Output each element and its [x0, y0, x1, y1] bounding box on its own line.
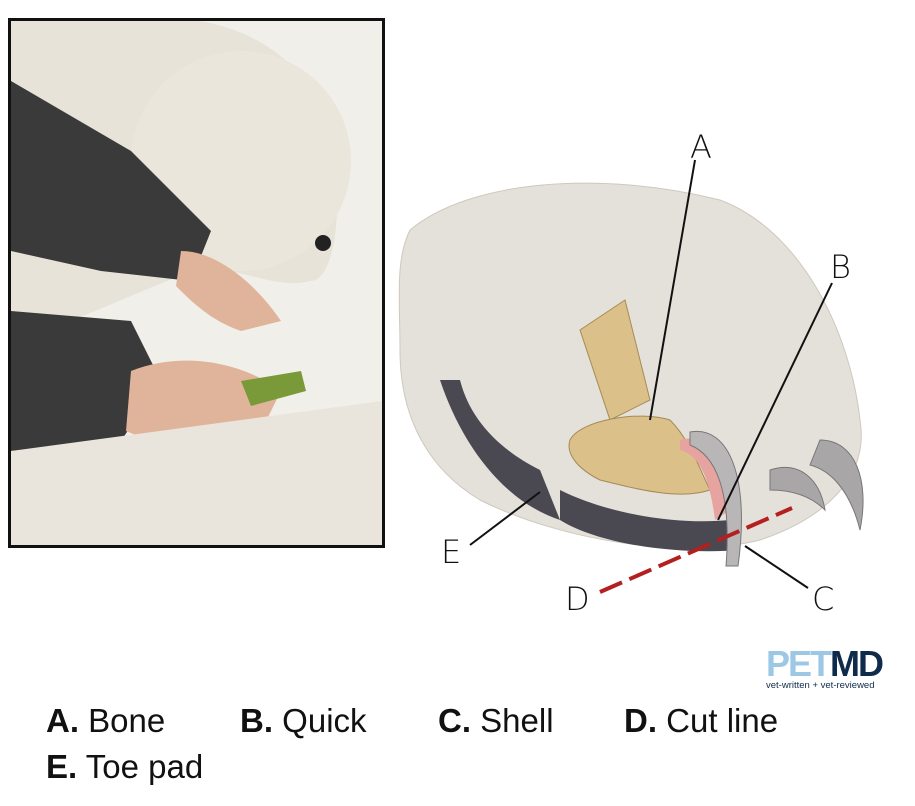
nail-clipper — [241, 371, 306, 406]
bone-upper — [579, 299, 651, 421]
toe-pad — [440, 380, 560, 520]
leader-c — [744, 545, 809, 589]
leader-e — [469, 491, 541, 546]
label-c: C — [812, 580, 835, 618]
legend-item-b: B. Quick — [240, 702, 367, 739]
legend-item-c: C. Shell — [438, 702, 554, 739]
sleeve-upper — [11, 81, 211, 281]
cut-line — [599, 506, 793, 594]
leader-b — [717, 282, 833, 521]
legend-item-e: E. Toe pad — [46, 748, 204, 785]
label-b: B — [830, 248, 851, 286]
leader-a — [649, 159, 696, 421]
label-e: E — [441, 533, 462, 571]
legend-item-a: A. Bone — [46, 702, 166, 739]
label-d: D — [565, 580, 590, 618]
sleeve-lower — [11, 311, 161, 451]
nail-shell — [689, 430, 742, 567]
dog-nail-trim-illustration — [8, 18, 385, 548]
dog-nose — [315, 235, 331, 251]
petmd-logo: PETMD vet-written + vet-reviewed — [766, 643, 884, 692]
legend-item-d: D. Cut line — [624, 702, 779, 739]
label-a: A — [690, 128, 712, 166]
hand-upper — [176, 251, 281, 331]
